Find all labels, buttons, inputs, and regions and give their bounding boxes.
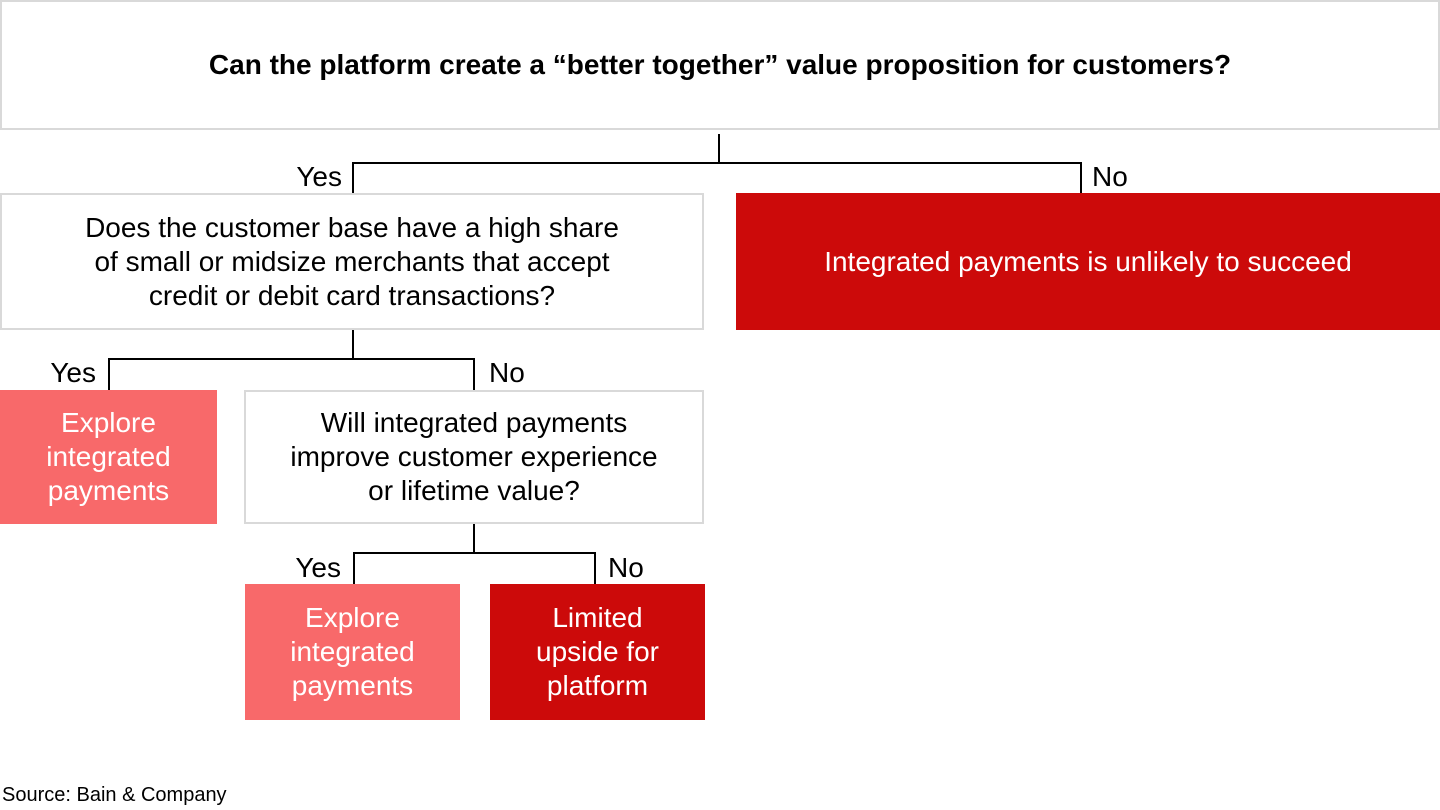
unlikely-outcome-box: Integrated payments is unlikely to succe… [736,193,1440,330]
connector-merchant-stem [352,330,354,359]
explore-outcome-text-1: Explore integrated payments [46,407,171,506]
source-note: Source: Bain & Company [2,784,227,806]
label-level3-yes: Yes [295,552,341,583]
connector-level3-yes-drop [353,552,355,585]
connector-level2-no-drop [473,358,475,391]
label-level1-no: No [1092,161,1128,192]
label-level2-no: No [489,357,525,388]
merchant-question-box: Does the customer base have a high share… [0,193,704,330]
experience-question-text: Will integrated payments improve custome… [290,407,658,506]
connector-level3-bar [353,552,596,554]
label-level1-yes: Yes [296,161,342,192]
connector-level1-bar [352,162,1082,164]
label-level3-no: No [608,552,644,583]
connector-level2-yes-drop [108,358,110,391]
merchant-question-text: Does the customer base have a high share… [85,211,619,311]
explore-outcome-text-2: Explore integrated payments [290,602,415,701]
explore-outcome-box-1: Explore integrated payments [0,390,217,524]
root-question-text: Can the platform create a “better togeth… [208,49,1232,80]
label-level2-yes: Yes [50,357,96,388]
connector-level2-bar [108,358,475,360]
connector-root-stem [718,134,720,163]
root-question-box: Can the platform create a “better togeth… [0,0,1440,130]
connector-level1-no-drop [1080,162,1082,194]
explore-outcome-box-2: Explore integrated payments [245,584,460,720]
experience-question-box: Will integrated payments improve custome… [244,390,704,524]
limited-outcome-text: Limited upside for platform [536,602,659,701]
unlikely-outcome-text: Integrated payments is unlikely to succe… [824,245,1352,277]
connector-level3-no-drop [594,552,596,585]
limited-outcome-box: Limited upside for platform [490,584,705,720]
connector-experience-stem [473,524,475,553]
connector-level1-yes-drop [352,162,354,194]
